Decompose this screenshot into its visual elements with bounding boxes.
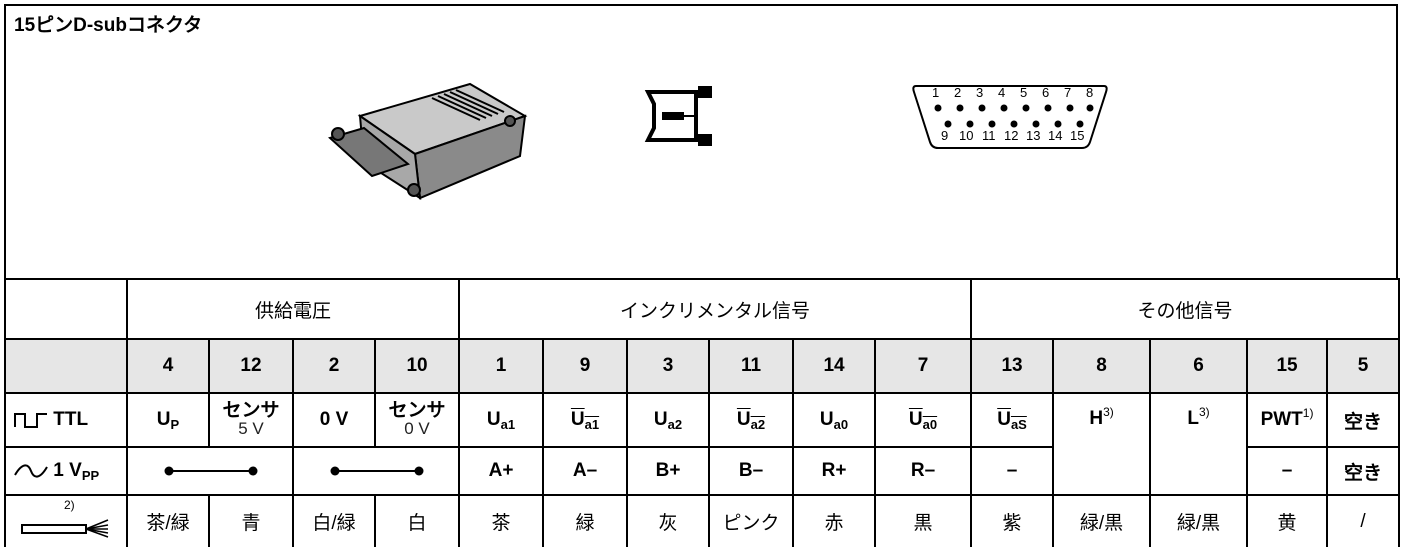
cell-ua1-inverted: Ua1 bbox=[542, 392, 629, 448]
connector-symbol-icon bbox=[644, 86, 712, 146]
pin-label: 9 bbox=[941, 128, 949, 143]
wire-color: 紫 bbox=[970, 494, 1055, 547]
dsub-connector-icon bbox=[328, 82, 528, 200]
pin-label: 10 bbox=[959, 128, 974, 143]
cell-up: UP bbox=[126, 392, 210, 448]
pin-number: 7 bbox=[874, 338, 973, 394]
pin-label: 7 bbox=[1064, 85, 1072, 100]
pin-label: 11 bbox=[982, 128, 996, 143]
cell-uas-inverted: UaS bbox=[970, 392, 1055, 448]
ttl-row-label: TTL bbox=[4, 392, 128, 448]
pin-number: 1 bbox=[458, 338, 545, 394]
wire-color: 緑/黒 bbox=[1149, 494, 1249, 547]
wire-color: 茶/緑 bbox=[126, 494, 210, 547]
group-supply: 供給電圧 bbox=[125, 278, 461, 340]
wire-color: 灰 bbox=[626, 494, 711, 547]
connector-panel: 15ピンD-subコネクタ bbox=[4, 4, 1398, 280]
sine-wave-icon bbox=[14, 464, 48, 478]
wire-color: 赤 bbox=[792, 494, 877, 547]
cell-ua0: Ua0 bbox=[792, 392, 877, 448]
pin-label: 4 bbox=[998, 85, 1006, 100]
cell-dash: – bbox=[970, 446, 1055, 496]
group-header-row: 供給電圧 インクリメンタル信号 その他信号 bbox=[4, 278, 1401, 340]
cell-ua2-inverted: Ua2 bbox=[708, 392, 795, 448]
pin-label: 5 bbox=[1020, 85, 1028, 100]
cell-a-plus: A+ bbox=[458, 446, 545, 496]
cell-r-minus: R– bbox=[874, 446, 973, 496]
pin-number: 9 bbox=[542, 338, 629, 394]
cell-h: H3) bbox=[1052, 392, 1152, 496]
page: 15ピンD-subコネクタ bbox=[4, 4, 1401, 547]
wire-color: 青 bbox=[208, 494, 294, 547]
cell-ua1: Ua1 bbox=[458, 392, 545, 448]
cell-pwt: PWT1) bbox=[1246, 392, 1329, 448]
pin-number: 8 bbox=[1052, 338, 1152, 394]
pin-number: 14 bbox=[792, 338, 877, 394]
cable-row-label: 2) bbox=[4, 494, 128, 547]
pin-label: 1 bbox=[932, 85, 940, 100]
group-incremental: インクリメンタル信号 bbox=[458, 278, 973, 340]
pin-number: 5 bbox=[1326, 338, 1401, 394]
cell-l: L3) bbox=[1149, 392, 1249, 496]
pin-number: 10 bbox=[373, 338, 461, 394]
pin-label: 15 bbox=[1070, 128, 1085, 143]
pin-label: 12 bbox=[1004, 128, 1019, 143]
pin-number: 12 bbox=[208, 338, 294, 394]
bridge-line-icon bbox=[164, 466, 258, 476]
wire-color: 白 bbox=[373, 494, 461, 547]
cell-bridge-ground bbox=[291, 446, 461, 496]
pin-label: 6 bbox=[1042, 85, 1050, 100]
cable-icon bbox=[21, 518, 109, 538]
group-other: その他信号 bbox=[970, 278, 1401, 340]
pin-label: 2 bbox=[954, 85, 962, 100]
cell-a-minus: A– bbox=[542, 446, 629, 496]
bridge-line-icon bbox=[330, 466, 424, 476]
wire-color: 黒 bbox=[874, 494, 973, 547]
wire-color: ピンク bbox=[708, 494, 795, 547]
pin-label: 8 bbox=[1086, 85, 1094, 100]
cell-free: 空き bbox=[1326, 446, 1401, 496]
pin-label: 13 bbox=[1026, 128, 1041, 143]
cable-color-row: 2) 茶/緑 青 白/緑 白 茶 緑 灰 ピンク 赤 黒 紫 緑/黒 緑/黒 黄… bbox=[4, 494, 1401, 547]
page-title: 15ピンD-subコネクタ bbox=[14, 15, 203, 36]
pin-number: 13 bbox=[970, 338, 1055, 394]
pin-label: 14 bbox=[1048, 128, 1063, 143]
cell-dash: – bbox=[1246, 446, 1329, 496]
wire-color: 緑/黒 bbox=[1052, 494, 1152, 547]
cell-bridge-supply bbox=[126, 446, 294, 496]
pin-number: 3 bbox=[626, 338, 711, 394]
cell-ua0-inverted: Ua0 bbox=[874, 392, 973, 448]
cell-b-plus: B+ bbox=[626, 446, 711, 496]
wire-color: 茶 bbox=[458, 494, 545, 547]
cell-0v: 0 V bbox=[292, 392, 376, 448]
vpp-row-label: 1 VPP bbox=[4, 446, 128, 496]
wire-color: 黄 bbox=[1246, 494, 1329, 547]
cell-ua2: Ua2 bbox=[626, 392, 711, 448]
wire-color: 白/緑 bbox=[292, 494, 376, 547]
pin-label: 3 bbox=[976, 85, 984, 100]
cell-r-plus: R+ bbox=[792, 446, 877, 496]
pin-number: 2 bbox=[292, 338, 376, 394]
cable-note: 2) bbox=[64, 498, 75, 512]
cell-free: 空き bbox=[1326, 392, 1401, 448]
pin-number: 4 bbox=[126, 338, 210, 394]
pin-assignment-table: 供給電圧 インクリメンタル信号 その他信号 4 12 2 10 1 9 3 11… bbox=[4, 278, 1401, 547]
pin-number-row: 4 12 2 10 1 9 3 11 14 7 13 8 6 15 5 bbox=[4, 338, 1401, 394]
wire-color: 緑 bbox=[542, 494, 629, 547]
pin-number: 15 bbox=[1246, 338, 1329, 394]
pin-number: 11 bbox=[708, 338, 795, 394]
square-wave-icon bbox=[14, 412, 47, 428]
pin-number: 6 bbox=[1149, 338, 1249, 394]
cell-b-minus: B– bbox=[708, 446, 795, 496]
pin-layout: 1 2 3 4 5 6 7 8 9 10 11 12 13 14 15 bbox=[910, 80, 1110, 154]
wire-color: / bbox=[1326, 494, 1401, 547]
